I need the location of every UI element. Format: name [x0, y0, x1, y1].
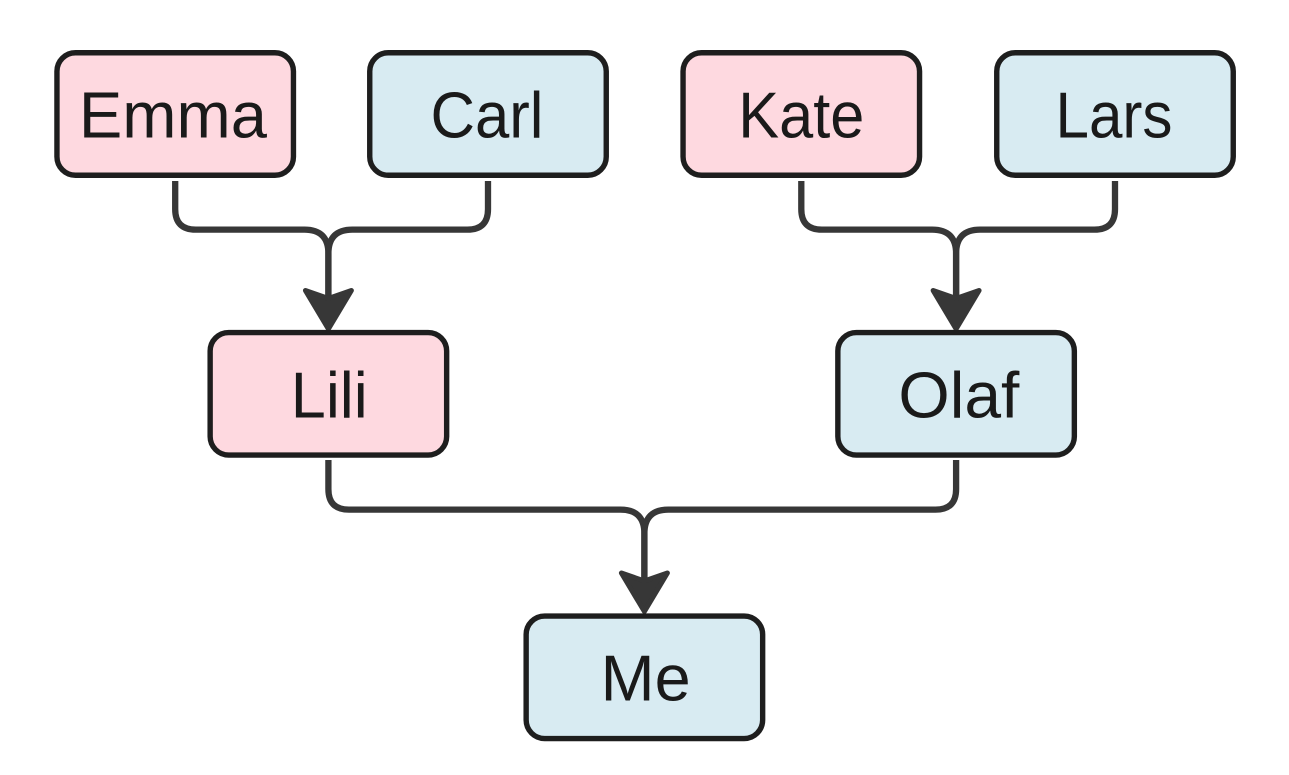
- svg-text:Kate: Kate: [738, 79, 864, 151]
- svg-text:Me: Me: [601, 642, 691, 714]
- svg-text:Lars: Lars: [1056, 79, 1173, 151]
- svg-text:Lili: Lili: [291, 360, 368, 432]
- svg-text:Olaf: Olaf: [898, 360, 1020, 432]
- svg-text:Carl: Carl: [431, 79, 544, 151]
- svg-text:Emma: Emma: [79, 79, 267, 151]
